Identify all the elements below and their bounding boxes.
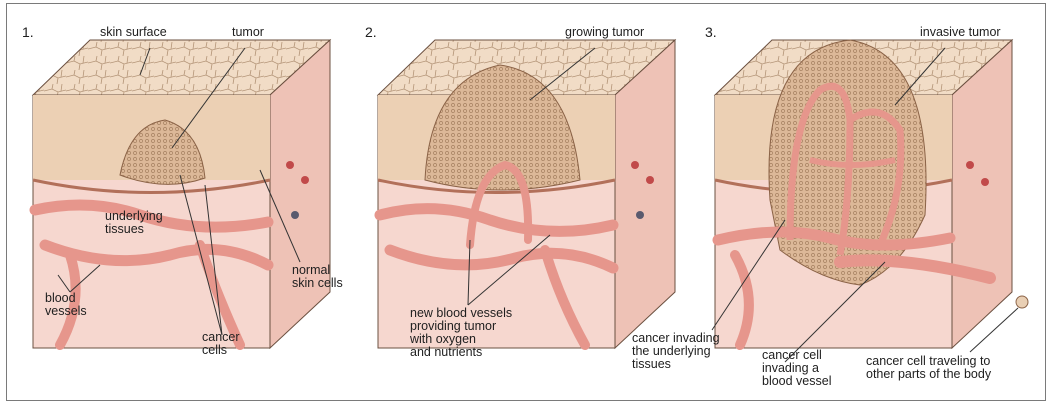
- block-side-2: [615, 40, 675, 348]
- label-normal-skin-cells: normal skin cells: [292, 264, 343, 290]
- label-cancer-cell-invading-vessel: cancer cell invading a blood vessel: [762, 349, 832, 388]
- side-dot: [636, 211, 644, 219]
- step-number-2: 2.: [365, 24, 377, 40]
- block-stage-2: [378, 40, 675, 348]
- label-blood-vessels: blood vessels: [45, 292, 87, 318]
- label-tumor: tumor: [232, 26, 264, 39]
- side-dot: [646, 176, 654, 184]
- label-invasive-tumor: invasive tumor: [920, 26, 1001, 39]
- label-cancer-cells: cancer cells: [202, 331, 240, 357]
- block-side-1: [270, 40, 330, 348]
- side-dot: [286, 161, 294, 169]
- label-underlying-tissues: underlying tissues: [105, 210, 163, 236]
- side-dot: [301, 176, 309, 184]
- label-cancer-cell-traveling: cancer cell traveling to other parts of …: [866, 355, 991, 381]
- side-dot: [631, 161, 639, 169]
- side-dot: [291, 211, 299, 219]
- traveling-cell: [1016, 296, 1028, 308]
- label-skin-surface: skin surface: [100, 26, 167, 39]
- step-number-1: 1.: [22, 24, 34, 40]
- label-new-blood-vessels: new blood vessels providing tumor with o…: [410, 307, 512, 359]
- label-cancer-invading-tissues: cancer invading the underlying tissues: [632, 332, 720, 371]
- label-growing-tumor: growing tumor: [565, 26, 644, 39]
- side-dot: [981, 178, 989, 186]
- side-dot: [966, 161, 974, 169]
- step-number-3: 3.: [705, 24, 717, 40]
- block-side-3: [952, 40, 1012, 348]
- block-stage-3: [715, 40, 1028, 348]
